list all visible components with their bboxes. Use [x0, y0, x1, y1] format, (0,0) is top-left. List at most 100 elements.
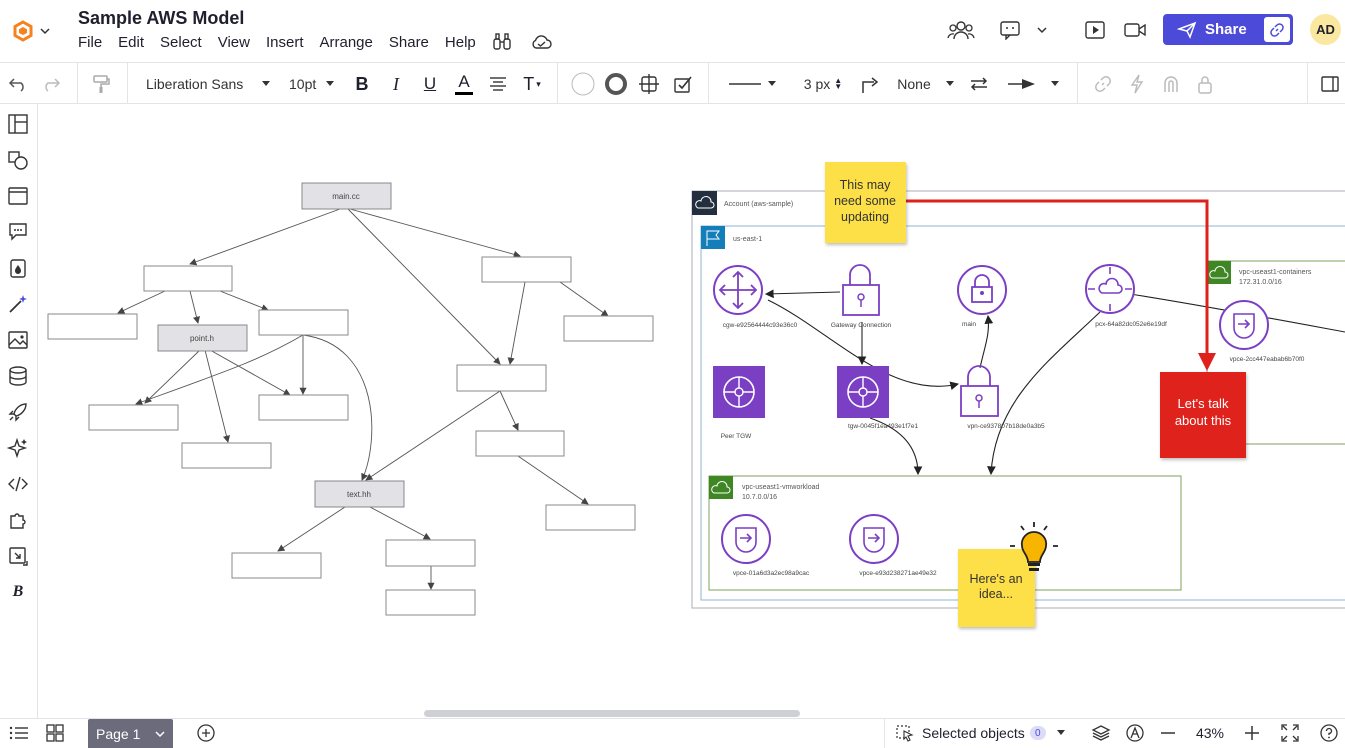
chevron-down-icon[interactable] — [1027, 15, 1057, 45]
right-panel-toggle-icon[interactable] — [1318, 63, 1342, 105]
zoom-out-button[interactable] — [1157, 718, 1179, 748]
collaborators-icon[interactable] — [946, 15, 976, 45]
aws-vpce-1-node[interactable]: vpce-01a6d3a2ec98a9cac — [721, 514, 810, 577]
connector-type-icon[interactable] — [858, 63, 882, 105]
tree-node-text[interactable] — [314, 480, 405, 508]
rocket-icon[interactable] — [6, 400, 30, 424]
bold-button[interactable]: B — [355, 73, 369, 94]
shapes-icon[interactable] — [6, 148, 30, 172]
tree-node[interactable] — [456, 364, 547, 392]
aws-vpn-node[interactable]: vpn-ce937807b18de0a3b5 — [960, 365, 1045, 430]
red-annotation-connector[interactable] — [905, 199, 1216, 371]
diagram-canvas[interactable]: main.cc point.h text.hh Account (aws-sam… — [38, 104, 1345, 718]
help-icon[interactable] — [1318, 718, 1340, 748]
arrow-start-select[interactable]: None — [896, 63, 956, 105]
vpc-workload-group[interactable]: vpc-useast1-vmworkload 10.7.0.0/16 — [708, 475, 1182, 591]
layers-icon[interactable] — [1090, 718, 1112, 748]
lightbulb-icon[interactable] — [1010, 522, 1058, 571]
ai-sparkle-icon[interactable] — [6, 436, 30, 460]
present-icon[interactable] — [1080, 15, 1110, 45]
tree-node[interactable] — [563, 315, 654, 342]
puzzle-icon[interactable] — [6, 508, 30, 532]
swap-arrows-icon[interactable] — [967, 63, 991, 105]
aws-cgw-node[interactable]: cgw-e92564444c93e36c0 — [713, 265, 798, 329]
tree-node[interactable] — [88, 404, 179, 431]
zoom-level[interactable]: 43% — [1195, 725, 1225, 741]
underline-button[interactable]: U — [423, 74, 437, 93]
tree-node[interactable] — [258, 394, 349, 421]
style-settings-icon[interactable] — [672, 63, 694, 105]
app-logo-menu[interactable] — [12, 20, 52, 42]
tree-node[interactable] — [481, 256, 572, 283]
shape-options-icon[interactable] — [638, 63, 660, 105]
import-icon[interactable] — [6, 544, 30, 568]
menu-help[interactable]: Help — [444, 33, 476, 51]
document-title[interactable]: Sample AWS Model — [78, 8, 245, 28]
comments-icon[interactable] — [995, 15, 1025, 45]
share-button[interactable]: Share — [1163, 14, 1293, 45]
magnet-icon[interactable] — [1160, 63, 1182, 105]
comment-icon[interactable] — [6, 219, 30, 243]
copy-link-button[interactable] — [1264, 17, 1290, 42]
sticky-note-updating[interactable]: This may need some updating — [825, 162, 906, 243]
accessibility-icon[interactable] — [1124, 718, 1146, 748]
user-avatar[interactable]: AD — [1310, 14, 1341, 45]
menu-arrange[interactable]: Arrange — [319, 33, 373, 51]
line-width-stepper[interactable]: 3 px ▲▼ — [798, 63, 848, 105]
zoom-in-button[interactable] — [1241, 718, 1263, 748]
lightning-icon[interactable] — [1126, 63, 1148, 105]
aws-vpce-containers-node[interactable]: vpce-2cc447eabab6b70f0 — [1219, 300, 1305, 363]
italic-button[interactable]: I — [393, 73, 399, 94]
tree-node[interactable] — [231, 552, 322, 579]
align-center-icon[interactable] — [487, 63, 509, 105]
redo-icon[interactable] — [39, 63, 63, 105]
line-color-button[interactable] — [603, 63, 628, 105]
magic-wand-icon[interactable] — [6, 292, 30, 316]
tree-node-point[interactable] — [157, 324, 248, 352]
font-family-select[interactable]: Liberation Sans — [146, 63, 276, 105]
fill-bucket-icon[interactable] — [6, 256, 30, 280]
text-options-button[interactable]: T▾ — [523, 73, 541, 94]
menu-view[interactable]: View — [217, 33, 250, 51]
menu-edit[interactable]: Edit — [118, 33, 145, 51]
tree-node-main[interactable] — [301, 182, 392, 210]
menu-insert[interactable]: Insert — [265, 33, 304, 51]
format-painter-icon[interactable] — [89, 63, 113, 105]
text-color-button[interactable]: A — [453, 63, 475, 105]
aws-vpce-2-node[interactable]: vpce-e93d238271ae49e32 — [849, 514, 937, 577]
templates-icon[interactable] — [6, 112, 30, 136]
selected-objects-dropdown[interactable]: Selected objects 0 — [895, 718, 1075, 748]
brand-b-icon[interactable]: B — [12, 583, 24, 600]
code-icon[interactable] — [6, 472, 30, 496]
frame-icon[interactable] — [6, 184, 30, 208]
line-style-select[interactable] — [729, 63, 777, 105]
video-call-icon[interactable] — [1120, 15, 1150, 45]
fill-color-button[interactable] — [570, 63, 595, 105]
tab-page-1[interactable]: Page 1 — [88, 719, 173, 748]
add-page-icon[interactable] — [195, 718, 217, 748]
tree-node[interactable] — [47, 313, 138, 340]
undo-icon[interactable] — [6, 63, 30, 105]
tree-node[interactable] — [545, 504, 636, 531]
tree-node[interactable] — [385, 589, 476, 616]
tree-node[interactable] — [258, 309, 349, 336]
menu-share[interactable]: Share — [388, 33, 429, 51]
hyperlink-icon[interactable] — [1092, 63, 1114, 105]
horizontal-scrollbar[interactable] — [424, 710, 800, 717]
image-icon[interactable] — [6, 328, 30, 352]
aws-tgw-node[interactable]: tgw-0045f1ea493e1f7e1 — [837, 366, 918, 430]
aws-peer-tgw-node[interactable]: Peer TGW — [713, 366, 765, 440]
tree-node[interactable] — [385, 539, 476, 567]
sticky-note-idea[interactable]: Here's an idea... — [958, 549, 1035, 627]
page-list-icon[interactable] — [8, 718, 30, 748]
menu-file[interactable]: File — [78, 33, 103, 51]
aws-main-node[interactable]: main — [957, 265, 1007, 328]
tree-node[interactable] — [143, 265, 233, 292]
arrow-end-select[interactable] — [1004, 63, 1064, 105]
binoculars-icon[interactable] — [492, 33, 512, 51]
tree-node[interactable] — [475, 430, 565, 457]
fit-to-screen-icon[interactable] — [1279, 718, 1301, 748]
aws-account-group[interactable]: Account (aws-sample) — [691, 190, 1345, 609]
aws-gateway-node[interactable]: Gateway Connection — [831, 264, 892, 329]
sticky-note-talk[interactable]: Let's talk about this — [1160, 372, 1246, 458]
